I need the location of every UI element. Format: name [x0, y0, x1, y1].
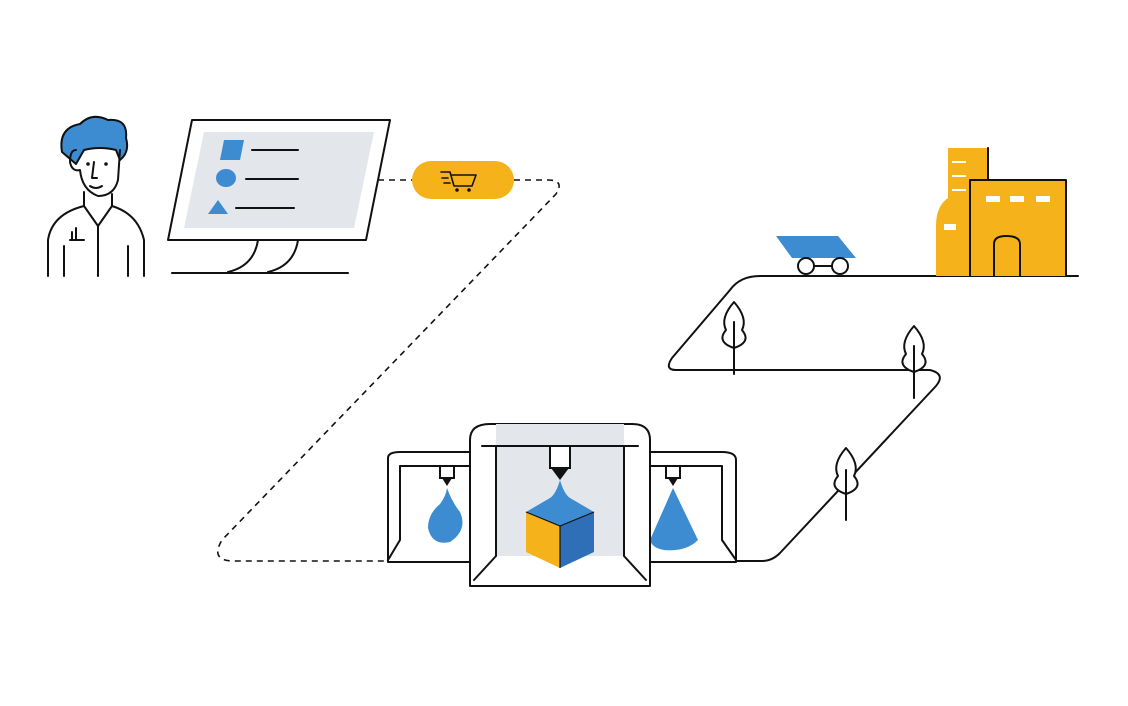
printer-right	[647, 451, 737, 563]
tree-icon	[721, 301, 927, 521]
printer-center	[469, 423, 651, 587]
person-icon	[47, 115, 145, 277]
tree-2	[901, 325, 927, 399]
output-drop	[428, 488, 463, 543]
truck-icon	[776, 236, 856, 275]
monitor-icon	[167, 119, 391, 274]
shopping-cart-icon	[412, 161, 514, 199]
screen-list	[208, 140, 299, 214]
3d-printer-icon	[387, 423, 737, 587]
output-cube	[525, 480, 595, 568]
factory-door	[993, 235, 1021, 277]
tree-3	[833, 447, 859, 521]
printer-left	[387, 451, 473, 563]
list-triangle-icon	[208, 200, 228, 214]
order-path	[216, 179, 560, 562]
list-square-icon	[220, 140, 244, 160]
road-path	[667, 275, 1079, 562]
person-hair	[60, 115, 129, 165]
tree-1	[721, 301, 747, 375]
list-circle-icon	[216, 169, 236, 187]
factory-icon	[936, 147, 1067, 277]
output-cone	[650, 488, 698, 551]
